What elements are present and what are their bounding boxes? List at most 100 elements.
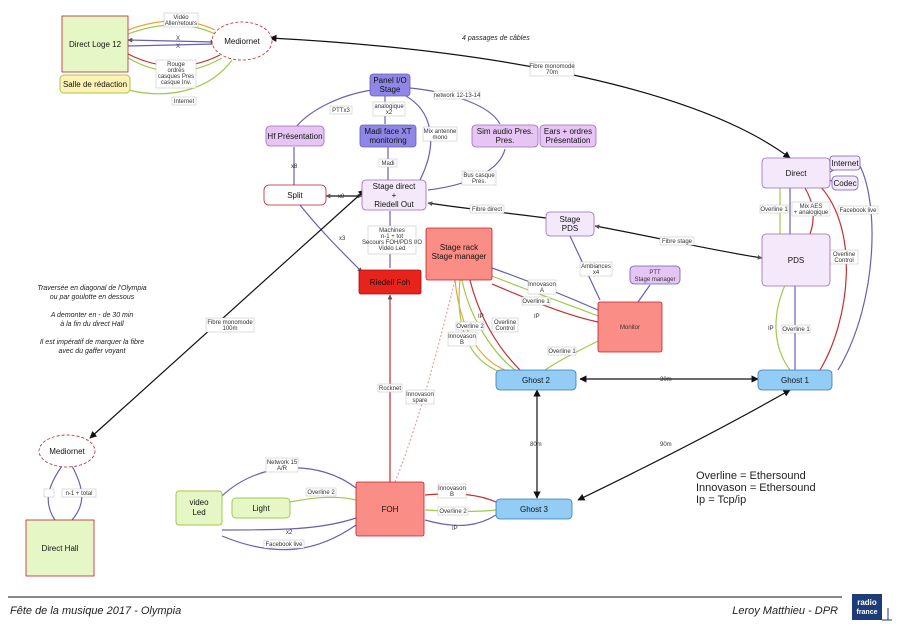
node-direct-loge[interactable]: Direct Loge 12 — [61, 15, 129, 73]
notes: Traversée en diagonal de l'Olympia ou pa… — [37, 285, 146, 355]
node-light[interactable]: Light — [231, 497, 291, 519]
label-bus-casque-2: Prés. — [472, 179, 486, 185]
node-codec[interactable]: Codec — [831, 175, 859, 191]
radio-france-logo: radio france — [852, 594, 892, 621]
footer: Fête de la musique 2017 - Olympia Leroy … — [8, 594, 892, 621]
svg-text:Direct Loge 12: Direct Loge 12 — [69, 40, 122, 49]
node-sim-audio[interactable]: Sim audio Pres. Pres. — [471, 124, 539, 148]
label-overline-control-sr-1: Overline — [494, 320, 517, 326]
label-bus-casque-1: Bus casque — [463, 173, 495, 179]
node-direct-hall[interactable]: Direct Hall — [25, 519, 95, 577]
svg-text:Stage: Stage — [560, 215, 581, 224]
label-overline-control-sr-2: Control — [495, 326, 514, 332]
label-machines-1: Machines — [379, 228, 405, 234]
svg-text:Ghost 2: Ghost 2 — [522, 376, 551, 385]
label-passages: 4 passages de câbles — [462, 35, 530, 42]
label-90m: 90m — [660, 442, 672, 448]
label-analogique-1: analogique — [374, 104, 404, 110]
label-overline1-pds: Overline 1 — [782, 327, 810, 333]
node-direct[interactable]: Direct — [761, 157, 831, 189]
label-video-ar-1: Vidéo — [173, 15, 189, 21]
label-fibre-top-1: Fibre monomode — [529, 64, 575, 70]
node-monitor[interactable]: Monitor — [597, 301, 663, 353]
node-mediornet-top[interactable]: Mediornet — [211, 21, 273, 61]
label-mix-aes-2: + analogique — [794, 210, 829, 216]
label-machines-4: Vidéo Led — [379, 246, 406, 252]
node-stage-direct[interactable]: Stage direct + Riedell Out — [361, 179, 427, 211]
svg-text:Mediornet: Mediornet — [49, 447, 85, 456]
label-x3: x3 — [339, 236, 346, 242]
svg-text:Présentation: Présentation — [546, 136, 591, 145]
label-facebook-live-top: Facebook live — [839, 208, 877, 214]
label-rocknet: Rocknet — [379, 386, 401, 392]
label-video-ar-2: Aller/retours — [165, 21, 197, 27]
node-stage-pds[interactable]: Stage PDS — [545, 211, 595, 237]
logo-radio: radio — [857, 598, 877, 607]
label-fibre-top-2: 70m — [546, 70, 558, 76]
svg-text:Mediornet: Mediornet — [224, 37, 260, 46]
node-internet[interactable]: Internet — [829, 155, 861, 171]
label-x-top: X — [176, 36, 180, 42]
node-ptt[interactable]: PTT Stage manager — [629, 265, 681, 285]
label-pttx3: PTTx3 — [332, 108, 350, 114]
label-overline1-a: Overline 1 — [522, 299, 550, 305]
node-video-led[interactable]: video Led — [175, 490, 223, 526]
label-mix-antenne-2: mono — [432, 135, 448, 141]
node-pds[interactable]: PDS — [761, 233, 831, 287]
svg-text:video: video — [189, 498, 209, 507]
node-split[interactable]: Split — [263, 184, 327, 206]
note-imperatif-2: avec du gaffer voyant — [59, 348, 127, 355]
svg-text:Sim audio Pres.: Sim audio Pres. — [477, 127, 533, 136]
svg-text:monitoring: monitoring — [369, 136, 406, 145]
svg-text:Ghost 3: Ghost 3 — [520, 505, 549, 514]
label-facebook-live-bottom: Facebook live — [265, 542, 303, 548]
node-hf-presentation[interactable]: Hf Présentation — [265, 125, 325, 147]
node-riedell-foh[interactable]: Riedell Foh — [358, 269, 422, 295]
label-fibre-bottom-2: 100m — [222, 326, 237, 332]
label-innovason-a-2: A — [540, 288, 544, 294]
svg-text:Ghost 1: Ghost 1 — [781, 376, 810, 385]
label-rouge-2: ordres — [167, 68, 184, 74]
label-n1-total: n-1 + total — [66, 491, 93, 497]
label-x2: x2 — [286, 530, 293, 536]
svg-text:Riedell Foh: Riedell Foh — [370, 278, 410, 287]
node-salle-redaction[interactable]: Salle de rédaction — [59, 74, 131, 94]
node-ghost1[interactable]: Ghost 1 — [757, 369, 833, 391]
label-network15-1: Network 15 — [267, 460, 298, 466]
label-overline2-light: Overline 2 — [307, 490, 335, 496]
svg-text:Salle de rédaction: Salle de rédaction — [63, 80, 127, 89]
node-ghost2[interactable]: Ghost 2 — [495, 369, 577, 391]
label-madi: Madi — [381, 161, 394, 167]
note-demonter-1: A demonter en - de 30 min — [50, 312, 134, 319]
svg-text:Ears + ordres: Ears + ordres — [544, 127, 592, 136]
node-foh[interactable]: FOH — [355, 481, 425, 537]
connections — [47, 20, 873, 551]
note-traversee-1: Traversée en diagonal de l'Olympia — [37, 285, 146, 292]
node-panel-io[interactable]: Panel I/O Stage — [369, 73, 411, 97]
svg-text:Codec: Codec — [833, 179, 856, 188]
label-overline-control-pds-2: Control — [834, 258, 853, 264]
svg-text:Internet: Internet — [831, 159, 859, 168]
label-fibre-direct: Fibre direct — [472, 207, 502, 213]
node-mediornet-bottom[interactable]: Mediornet — [38, 434, 96, 468]
node-ears-ordres[interactable]: Ears + ordres Présentation — [539, 124, 597, 148]
svg-text:Madi face XT: Madi face XT — [364, 127, 411, 136]
label-fibre-stage: Fibre stage — [662, 239, 693, 245]
svg-text:Stage manager: Stage manager — [634, 277, 675, 283]
node-ghost3[interactable]: Ghost 3 — [495, 498, 573, 520]
svg-text:PDS: PDS — [788, 256, 804, 265]
legend-line-3: Ip = Tcp/ip — [696, 494, 746, 506]
node-stage-rack[interactable]: Stage rack Stage manager — [425, 227, 493, 281]
label-x8-stage: x8 — [338, 194, 345, 200]
label-innovason-spare-2: spare — [412, 398, 428, 404]
svg-text:Riedell Out: Riedell Out — [374, 200, 414, 209]
label-overline1-mon: Overline 1 — [548, 349, 576, 355]
node-madi-face[interactable]: Madi face XT monitoring — [359, 124, 417, 148]
label-80m: 80m — [530, 442, 542, 448]
label-rouge-1: Rouge — [167, 62, 185, 68]
label-innovason-a-1: Innovason — [528, 282, 556, 288]
label-overline2-foh: Overline 2 — [439, 509, 467, 515]
label-30m: 30m — [660, 377, 672, 383]
svg-text:Panel I/O: Panel I/O — [373, 76, 406, 85]
svg-text:Stage direct: Stage direct — [373, 182, 416, 191]
